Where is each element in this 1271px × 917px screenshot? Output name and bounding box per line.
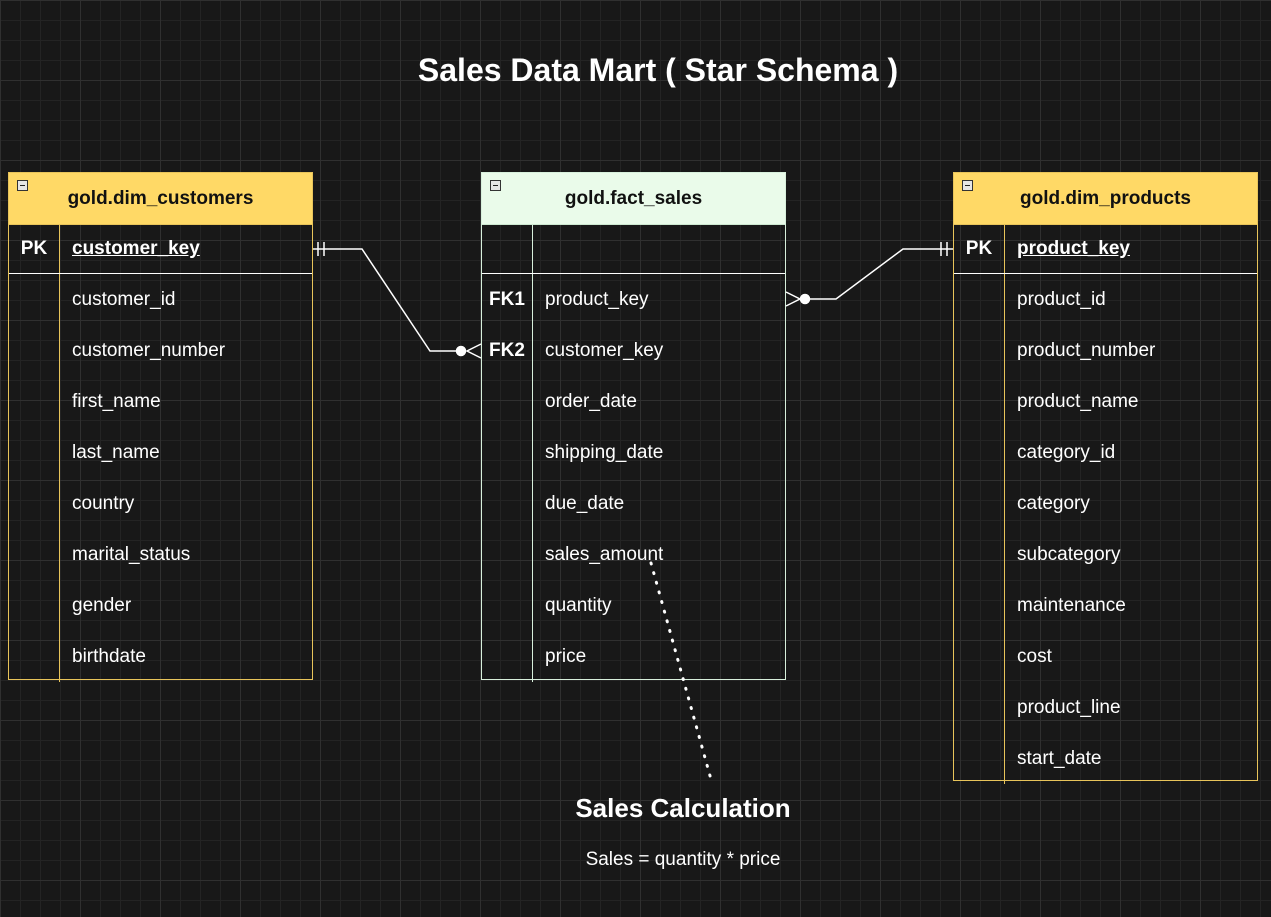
column-name: cost	[1017, 645, 1052, 667]
fk-label: FK1	[489, 288, 525, 310]
column-name: product_id	[1017, 288, 1106, 310]
column-row[interactable]: product_number	[954, 325, 1257, 376]
column-row[interactable]: price	[482, 631, 785, 682]
column-row[interactable]: product_name	[954, 376, 1257, 427]
column-row[interactable]: category_id	[954, 427, 1257, 478]
column-name: product_key	[545, 288, 649, 310]
column-name: product_line	[1017, 696, 1121, 718]
column-name: product_name	[1017, 390, 1139, 412]
column-row[interactable]: country	[9, 478, 312, 529]
pk-column-name: product_key	[1017, 238, 1130, 259]
entity-body: PK product_key product_id product_number…	[954, 225, 1257, 784]
relationship-customers-fact[interactable]	[313, 242, 482, 359]
column-name: customer_number	[72, 339, 226, 361]
column-row[interactable]: customer_number	[9, 325, 312, 376]
column-name: birthdate	[72, 645, 146, 667]
column-row[interactable]: FK2 customer_key	[482, 325, 785, 376]
collapse-icon[interactable]	[962, 180, 973, 191]
zero-marker	[455, 345, 467, 357]
column-name: sales_amount	[545, 543, 664, 565]
pk-row[interactable]: PK customer_key	[9, 225, 312, 274]
empty-key-row[interactable]	[482, 225, 785, 274]
column-name: due_date	[545, 492, 625, 514]
column-row[interactable]: product_line	[954, 682, 1257, 733]
entity-body: PK customer_key customer_id customer_num…	[9, 225, 312, 682]
column-list: FK1 product_key FK2 customer_key order_dat…	[482, 274, 785, 682]
entity-body: FK1 product_key FK2 customer_key order_dat…	[482, 225, 785, 682]
pk-label: PK	[20, 238, 48, 259]
column-name: quantity	[545, 594, 612, 616]
column-name: shipping_date	[545, 441, 664, 463]
note-formula: Sales = quantity * price	[585, 849, 781, 870]
column-row[interactable]: product_id	[954, 274, 1257, 325]
column-row[interactable]: sales_amount	[482, 529, 785, 580]
column-name: start_date	[1017, 747, 1102, 769]
entity-dim-customers[interactable]: gold.dim_customers PK customer_key custo…	[8, 172, 313, 682]
column-name: country	[72, 492, 135, 514]
column-row[interactable]: first_name	[9, 376, 312, 427]
column-name: maintenance	[1017, 594, 1126, 616]
column-row[interactable]: maintenance	[954, 580, 1257, 631]
collapse-icon[interactable]	[490, 180, 501, 191]
column-row[interactable]: gender	[9, 580, 312, 631]
column-row[interactable]: birthdate	[9, 631, 312, 682]
column-name: marital_status	[72, 543, 191, 565]
column-row[interactable]: start_date	[954, 733, 1257, 784]
entity-dim-products[interactable]: gold.dim_products PK product_key product…	[953, 172, 1258, 784]
column-row[interactable]: category	[954, 478, 1257, 529]
column-row[interactable]: last_name	[9, 427, 312, 478]
entity-fact-sales[interactable]: gold.fact_sales FK1 product_key FK2 custom…	[481, 172, 786, 682]
pk-column-name: customer_key	[72, 238, 200, 259]
diagram-title: Sales Data Mart ( Star Schema )	[417, 52, 899, 88]
relationship-products-fact[interactable]	[785, 242, 953, 307]
column-list: product_id product_number product_name c…	[954, 274, 1257, 784]
column-row[interactable]: cost	[954, 631, 1257, 682]
column-name: subcategory	[1017, 543, 1121, 565]
pk-row[interactable]: PK product_key	[954, 225, 1257, 274]
column-name: first_name	[72, 390, 161, 412]
connector-line	[808, 248, 953, 300]
key-column-divider	[59, 225, 60, 682]
fk-label: FK2	[489, 339, 525, 361]
column-list: customer_id customer_number first_name l…	[9, 274, 312, 682]
column-name: customer_id	[72, 288, 176, 310]
collapse-icon[interactable]	[17, 180, 28, 191]
crows-foot-marker	[465, 343, 482, 359]
column-name: price	[545, 645, 587, 667]
column-row[interactable]: quantity	[482, 580, 785, 631]
entity-title: gold.fact_sales	[564, 187, 703, 209]
column-row[interactable]: due_date	[482, 478, 785, 529]
pk-label: PK	[965, 238, 993, 259]
entity-header[interactable]: gold.dim_customers	[9, 173, 312, 225]
key-column-divider	[532, 225, 533, 682]
crows-foot-marker	[785, 291, 802, 307]
column-name: gender	[72, 594, 132, 616]
entity-title: gold.dim_customers	[67, 187, 254, 209]
column-name: product_number	[1017, 339, 1156, 361]
entity-header[interactable]: gold.fact_sales	[482, 173, 785, 225]
column-row[interactable]: order_date	[482, 376, 785, 427]
column-row[interactable]: marital_status	[9, 529, 312, 580]
connector-line	[313, 248, 464, 352]
key-column-divider	[1004, 225, 1005, 784]
column-row[interactable]: customer_id	[9, 274, 312, 325]
column-name: category	[1017, 492, 1090, 514]
column-name: last_name	[72, 441, 160, 463]
entity-header[interactable]: gold.dim_products	[954, 173, 1257, 225]
column-name: order_date	[545, 390, 637, 412]
column-name: customer_key	[545, 339, 664, 361]
entity-title: gold.dim_products	[1020, 187, 1191, 209]
note-title: Sales Calculation	[575, 793, 791, 823]
zero-marker	[799, 293, 811, 305]
column-row[interactable]: shipping_date	[482, 427, 785, 478]
column-row[interactable]: subcategory	[954, 529, 1257, 580]
column-row[interactable]: FK1 product_key	[482, 274, 785, 325]
column-name: category_id	[1017, 441, 1116, 463]
